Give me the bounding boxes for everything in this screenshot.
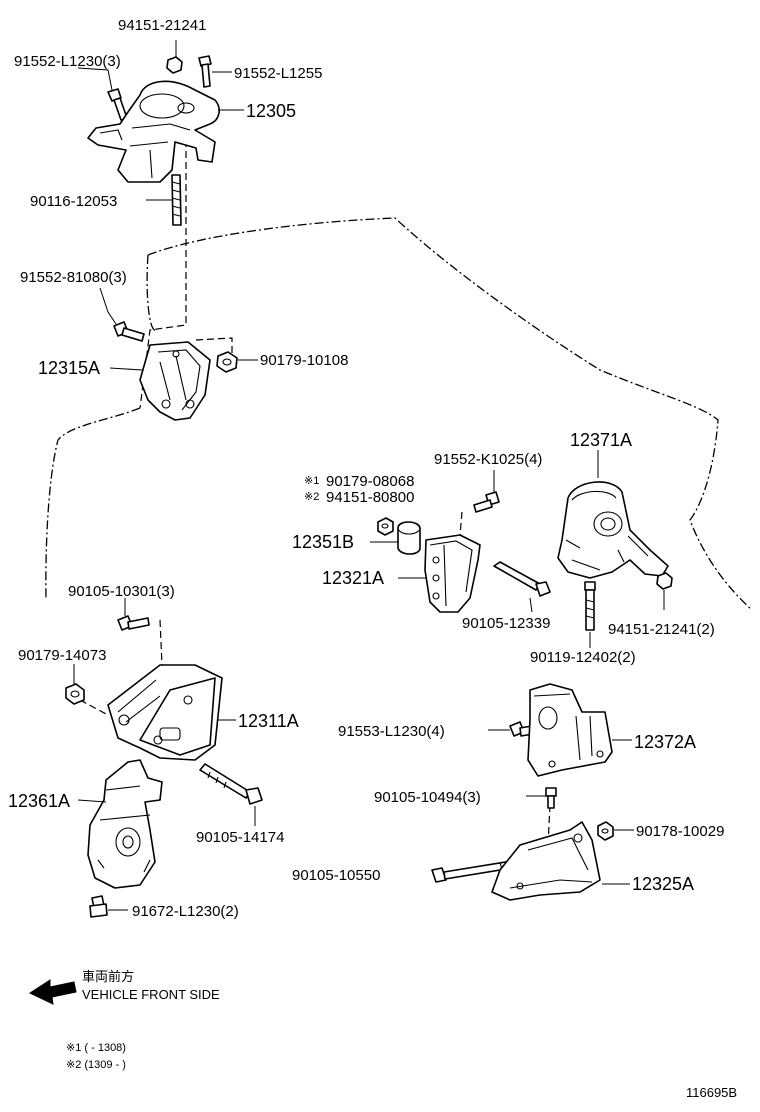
label-12351B: 12351B: [292, 532, 354, 552]
engine-outline: [147, 217, 753, 611]
label-91672-L1230-2: 91672-L1230(2): [132, 903, 239, 920]
label-12371A: 12371A: [570, 430, 632, 450]
dash-left-nut: [79, 699, 109, 716]
note-mark-2: ※2: [304, 491, 319, 503]
bolt-90119-12402: [584, 581, 596, 648]
bolt-90105-10301: [117, 598, 150, 631]
bolt-91672-L1230: [89, 895, 128, 918]
bolt-91552-L1255: [198, 55, 232, 88]
label-90105-10494-3: 90105-10494(3): [374, 789, 481, 806]
label-90179-14073: 90179-14073: [18, 647, 106, 664]
part-12351B-bushing: [370, 521, 421, 555]
dash-left-stud: [159, 619, 163, 666]
part-12321A-bracket: [398, 534, 481, 613]
label-90105-12339: 90105-12339: [462, 615, 550, 632]
label-12321A: 12321A: [322, 568, 384, 588]
part-12361A-lower-mount: [77, 759, 163, 889]
label-90179-08068: 90179-08068: [326, 473, 414, 490]
bolt-90105-14174: [199, 763, 263, 826]
dash-rear-bracket: [459, 511, 463, 536]
label-12361A: 12361A: [8, 791, 70, 811]
bolt-91553-L1230: [488, 721, 534, 737]
label-12315A: 12315A: [38, 358, 100, 378]
label-90105-10550: 90105-10550: [292, 867, 380, 884]
bolt-90105-12339: [493, 561, 551, 613]
part-12315A-bracket: [109, 341, 211, 421]
label-12325A: 12325A: [632, 874, 694, 894]
label-12311A: 12311A: [238, 711, 299, 731]
part-12371A-rear-mount: [557, 450, 669, 579]
diagram-id: 116695B: [686, 1085, 737, 1100]
part-12325A-bracket: [491, 821, 630, 901]
label-91552-K1025-4: 91552-K1025(4): [434, 451, 542, 468]
label-90178-10029: 90178-10029: [636, 823, 724, 840]
note-mark-1: ※1: [304, 475, 319, 487]
nut-94151-21241-2: [656, 572, 673, 610]
nut-90178-10029: [597, 821, 634, 841]
nut-94151-21241: [166, 40, 183, 74]
label-90179-10108: 90179-10108: [260, 352, 348, 369]
dash-bracket-nut: [195, 337, 233, 355]
label-90105-10301-3: 90105-10301(3): [68, 583, 175, 600]
label-91553-L1230-4: 91553-L1230(4): [338, 723, 445, 740]
bolt-91552-K1025: [473, 470, 500, 513]
part-12311A-bracket: [107, 664, 236, 761]
label-91552-81080-3: 91552-81080(3): [20, 269, 127, 286]
label-91552-L1230-3: 91552-L1230(3): [14, 53, 121, 70]
legend-front-jp: 車両前方: [82, 969, 134, 984]
bolt-91552-L1230: [77, 67, 128, 121]
label-94151-21241: 94151-21241: [118, 17, 206, 34]
part-12305-engine-mount: [87, 80, 244, 183]
label-90105-14174: 90105-14174: [196, 829, 284, 846]
engine-outline-left: [45, 254, 156, 601]
bolt-91552-81080: [99, 287, 145, 342]
legend-front-en: VEHICLE FRONT SIDE: [82, 987, 220, 1002]
label-90116-12053: 90116-12053: [30, 193, 117, 210]
nut-90179-10108: [216, 351, 258, 373]
part-12372A-mount: [527, 683, 632, 777]
label-94151-21241-2: 94151-21241(2): [608, 621, 715, 638]
stud-90116-12053: [146, 174, 182, 226]
label-90119-12402-2: 90119-12402(2): [530, 649, 636, 666]
nut-90179-08068: [377, 517, 394, 536]
legend-note-2: ※2 (1309 - ): [66, 1059, 126, 1071]
label-94151-80800: 94151-80800: [326, 489, 414, 506]
dash-upper-mount: [139, 140, 187, 409]
label-12372A: 12372A: [634, 732, 696, 752]
label-91552-L1255: 91552-L1255: [234, 65, 322, 82]
bolt-90105-10494: [526, 787, 557, 809]
label-12305: 12305: [246, 101, 296, 121]
nut-90179-14073: [65, 664, 85, 705]
front-arrow-icon: [28, 979, 77, 1005]
legend-note-1: ※1 ( - 1308): [66, 1042, 126, 1054]
